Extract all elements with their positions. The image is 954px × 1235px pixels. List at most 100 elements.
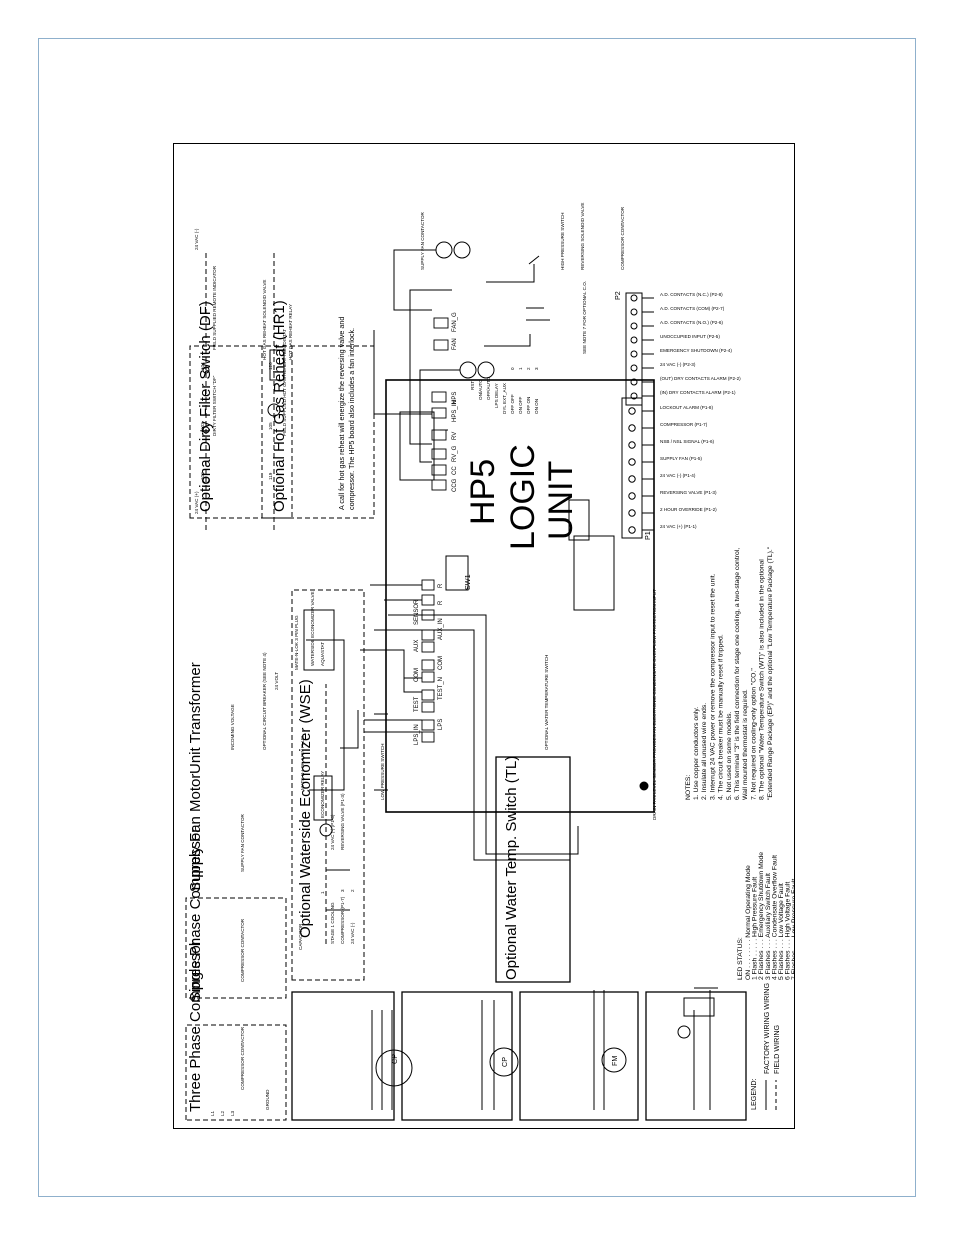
label-term-103: 103 [200,422,205,430]
dip-value-1: 1 [518,367,523,370]
label-compressor-contactor: COMPRESSOR CONTACTOR [240,1026,245,1090]
label-24vac-minus: 24 VAC (-) [350,922,355,944]
label-compressor-p17: COMPRESSOR (P1-7) [340,896,345,944]
led-status-row: 6 Flashes . . . High Voltage Fault [785,882,792,980]
note-row: 8. The optional "Water Temperature Switc… [759,559,766,800]
dip-row-1: ON OFF [518,396,523,414]
dip-rst: RST [470,381,475,390]
legend-factory: FACTORY WIRING WIRING [762,983,771,1074]
dip-on-auto: ON/AUTO [478,379,483,400]
hot-gas-reheat-title: Optional Hot Gas Reheat (HR1) [271,300,288,512]
led-status-row: 4 Flashes . . . Condensate Overflow Faul… [771,855,778,980]
label-term-104: 104 [200,362,205,370]
note-row: 4. The circuit breaker must be manually … [718,634,725,800]
terminal-lps-in: LPS_IN [414,724,420,745]
p1-pin-circles [628,407,636,534]
logic-unit-line3: UNIT [542,461,580,540]
led-status-title: LED STATUS: [737,937,744,980]
note-row: 7. Not required on cooling-only option "… [750,668,757,800]
terminal-com-1: COM [414,668,420,682]
label-24vac-minus-df: 24 VAC (-) [194,228,199,250]
terminal-test: TEST [414,696,420,712]
p1-pin-label: SUPPLY FAN (P1-5) [660,456,702,461]
label-aquastat: AQUASTAT [320,642,325,666]
label-field-supplied-hgr: FIELD SUPPLIED HOT GAS REHEAT HUMIDISTAT [282,329,287,436]
label-economizer-relay: ECONOMIZER RELAY [320,771,325,818]
p1-pin-label: 24 VAC (+) (P1-1) [660,524,697,529]
p1-pin-label: 2 HOUR OVERRIDE (P1-2) [660,507,717,512]
label-l3: L3 [230,1110,235,1116]
label-term-119: 119 [268,472,273,480]
dip-value-0: 0 [510,367,515,370]
led-status-row: 7 Flashes . . . Low Pressure Fault [791,879,795,980]
logic-unit-line2: LOGIC [504,444,542,550]
label-low-pressure-switch: LOW PRESSURE SWITCH [380,744,385,800]
supply-fan-motor-title: Supply Fan Motor [187,774,204,892]
terminal-cc: CC [452,466,458,475]
label-drain-pan-sensor: DRAIN PAN LEVEL SENSOR PROVIDES AN ELECT… [652,589,657,820]
single-phase-compressor-title: Single Phase Compressor [187,828,204,1002]
dip-value-2: 2 [526,367,531,370]
label-term-1: 1 [320,891,325,894]
dip-dyl-ext-aux: DYL EXT_AUX [502,383,507,414]
dip-value-3: 3 [534,367,539,370]
three-phase-compressor-title: Three Phase Compressor [187,940,204,1112]
p2-pin-label: UNOCCUPIED INPUT (P2-5) [660,334,720,339]
label-matelock-3pin: MATE-N-LOK 3 PIN PLUG [294,615,299,670]
label-24vac-minus-p14: 24 VAC (-) (P1-4) [330,814,335,850]
hgr-note-line2: compressor. The HP5 board also includes … [347,328,356,510]
terminal-aux-in: AUX_IN [438,618,444,640]
dip-off-auto: OFF/AUTO [486,376,491,400]
label-optional-water-temp-switch: OPTIONAL WATER TEMPERATURE SWITCH [544,655,549,750]
p1-pin-label: COMPRESSOR (P1-7) [660,422,708,427]
notes-title: NOTES: [685,775,692,800]
label-term-105: 105 [268,422,273,430]
note-row: 2. Insulate all unused wire ends. [701,703,708,800]
dip-row-3: ON ON [534,399,539,414]
label-optional-circuit-breaker: OPTIONAL CIRCUIT BREAKER (SEE NOTE 4) [262,652,267,750]
label-ground: GROUND [265,1089,270,1110]
waterside-economizer-title: Optional Waterside Economizer (WSE) [297,679,314,938]
label-stage1-cooling: STAGE 1 COOLING [330,902,335,944]
label-p1: P1 [643,531,652,540]
note-row: "Extended Range Package (EP)" and the op… [767,546,774,800]
label-field-supplied-remote: FIELD SUPPLIED REMOTE INDICATOR [212,265,217,350]
p1-pin-label: NSB / NSL SIGNAL (P1-6) [660,439,715,444]
terminal-fan-g: FAN_G [452,312,458,332]
legend-title: LEGEND: [749,1078,758,1110]
dirty-filter-switch-title: Optional Dirty Filter Switch (DF) [197,301,214,512]
label-waterside-economizer-valve: WATERSIDE ECONOMIZER VALVE [310,591,315,666]
p2-pin-label: EMERGENCY SHUTDOWN (P2-4) [660,348,732,353]
label-term-2: 2 [350,889,355,892]
terminal-aux: AUX [414,640,420,652]
dip-row-0: OFF OFF [510,394,515,414]
terminal-ccg: CCG [452,478,458,492]
label-p2: P2 [613,291,622,300]
label-see-note7: SEE NOTE 7 FOR OPTIONAL C.O. [582,281,587,354]
page-frame [38,38,916,1197]
p2-pin-label: (OUT) DRY CONTACTS ALARM (P2-2) [660,376,741,381]
label-24vac-plus-df: 24 VAC (+) [194,491,199,514]
led-status-row: 1 Flash . . . . . High Pressure Fault [752,877,759,980]
terminal-rv-g: RV_G [452,445,458,462]
label-l1: L1 [210,1110,215,1116]
rotated-diagram: Three Phase Compressor Single Phase Comp… [174,144,795,1128]
label-compressor-contactor-top: COMPRESSOR CONTACTOR [620,206,625,270]
note-row: Wall mounted thermostat is required. [742,689,749,800]
terminal-r-1: R [438,600,444,605]
label-term-120: 120 [268,362,273,370]
label-reversing-valve-p13: REVERSING VALVE (P1-3) [340,793,345,850]
hgr-note-line1: A call for hot gas reheat will energize … [337,317,346,510]
p2-pin-label: A.D. CONTACTS (N.C.) (P2-8) [660,292,723,297]
legend-field: FIELD WIRING [772,1024,781,1074]
label-incoming-voltage: INCOMING VOLTAGE [230,704,235,750]
terminal-hps: HPS [452,392,458,404]
led-status-row: 5 Flashes . . . Low Voltage Fault [778,883,785,980]
terminal-sensor: SENSOR [414,599,420,625]
label-l2: L2 [220,1110,225,1116]
terminal-lps: LPS [438,719,444,730]
note-row: 1. Use copper conductors only. [693,707,700,800]
p2-pin-label: A.D. CONTACTS (COM) (P2-7) [660,306,725,311]
note-row: 3. Interrupt 24 VAC power or remove the … [709,573,716,800]
wiring-diagram-sheet: Three Phase Compressor Single Phase Comp… [173,143,795,1129]
